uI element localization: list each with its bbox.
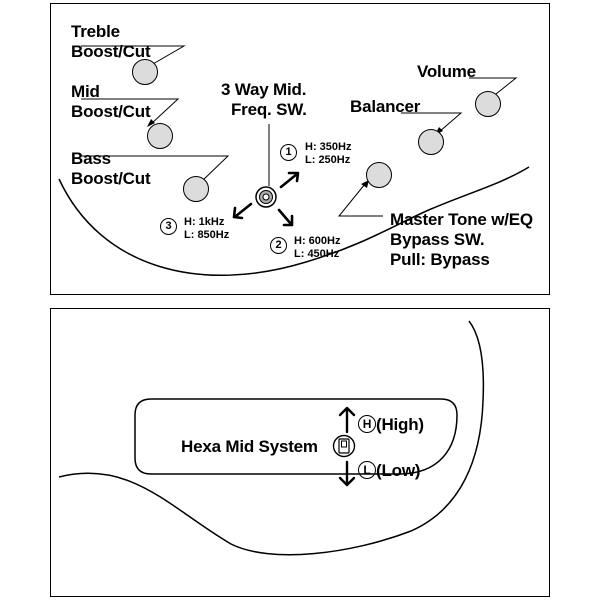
master-tone-arrowhead <box>361 180 369 188</box>
hexa-mid-switch-icon <box>332 434 356 458</box>
down-arrowhead <box>338 476 356 487</box>
bass-label-line2: Boost/Cut <box>71 169 151 188</box>
mid-leader <box>81 98 180 125</box>
position-1-arrowhead <box>287 171 300 183</box>
master-tone-leader <box>337 183 383 217</box>
position-3-arrowhead <box>232 206 244 220</box>
position-3-freqs: H: 1kHz L: 850Hz <box>184 216 229 242</box>
body-outline <box>58 166 530 277</box>
high-label: H(High) <box>358 415 424 435</box>
position-2-badge: 2 <box>270 237 287 254</box>
position-2-high-freq: H: 600Hz <box>294 235 341 247</box>
body-outline <box>58 320 485 556</box>
treble-label: Treble Boost/Cut <box>71 22 151 62</box>
low-letter-badge: L <box>358 461 376 479</box>
freq-switch-label-line2: Freq. SW. <box>231 100 307 119</box>
hexa-mid-diagram <box>58 320 485 556</box>
volume-label: Volume <box>417 62 476 81</box>
freq-switch-label: 3 Way Mid. Freq. SW. <box>221 80 307 120</box>
high-letter-badge: H <box>358 415 376 433</box>
master-tone-label-line3: Pull: Bypass <box>390 250 490 269</box>
mid-knob <box>147 123 173 149</box>
position-2-low-freq: L: 450Hz <box>294 248 340 260</box>
master-tone-label: Master Tone w/EQ Bypass SW. Pull: Bypass <box>390 210 533 270</box>
mid-label: Mid Boost/Cut <box>71 82 151 122</box>
master-tone-label-line2: Bypass SW. <box>390 230 485 249</box>
volume-leader <box>469 77 518 99</box>
master-tone-label-line1: Master Tone w/EQ <box>390 210 533 229</box>
balancer-leader <box>401 112 463 133</box>
balancer-label: Balancer <box>350 97 421 116</box>
position-2-freqs: H: 600Hz L: 450Hz <box>294 235 340 261</box>
bass-label: Bass Boost/Cut <box>71 149 151 189</box>
position-3-badge: 3 <box>160 218 177 235</box>
freq-switch-label-line1: 3 Way Mid. <box>221 80 307 99</box>
position-1-low-freq: L: 250Hz <box>305 154 351 166</box>
hexa-mid-title: Hexa Mid System <box>181 437 318 456</box>
hexa-mid-panel: Hexa Mid System H(High) L(Low) <box>50 308 550 597</box>
treble-label-line1: Treble <box>71 22 120 41</box>
treble-knob <box>132 59 158 85</box>
low-label: L(Low) <box>358 461 421 481</box>
position-1-arrow <box>279 172 299 189</box>
high-label-text: (High) <box>376 415 424 434</box>
control-plate <box>134 398 458 475</box>
low-label-text: (Low) <box>376 461 421 480</box>
volume-knob <box>475 91 501 117</box>
control-layout-panel: Treble Boost/Cut Mid Boost/Cut Bass Boos… <box>50 3 550 295</box>
position-3-low-freq: L: 850Hz <box>184 229 230 241</box>
position-2-arrowhead <box>282 214 294 227</box>
position-3-high-freq: H: 1kHz <box>184 216 225 228</box>
treble-label-line2: Boost/Cut <box>71 42 151 61</box>
master-tone-knob <box>366 162 392 188</box>
position-1-high-freq: H: 350Hz <box>305 141 352 153</box>
bass-knob <box>183 176 209 202</box>
mid-label-line2: Boost/Cut <box>71 102 151 121</box>
position-1-freqs: H: 350Hz L: 250Hz <box>305 141 351 167</box>
position-1-badge: 1 <box>280 144 297 161</box>
treble-leader <box>81 45 186 69</box>
balancer-knob <box>418 129 444 155</box>
mid-label-line1: Mid <box>71 82 100 101</box>
bass-leader <box>81 155 230 183</box>
bass-label-line1: Bass <box>71 149 111 168</box>
mid-freq-switch-icon <box>255 186 277 208</box>
up-arrowhead <box>338 406 356 417</box>
mid-arrowhead <box>147 119 155 127</box>
position-2-arrow <box>277 208 293 226</box>
position-3-arrow <box>234 202 253 218</box>
